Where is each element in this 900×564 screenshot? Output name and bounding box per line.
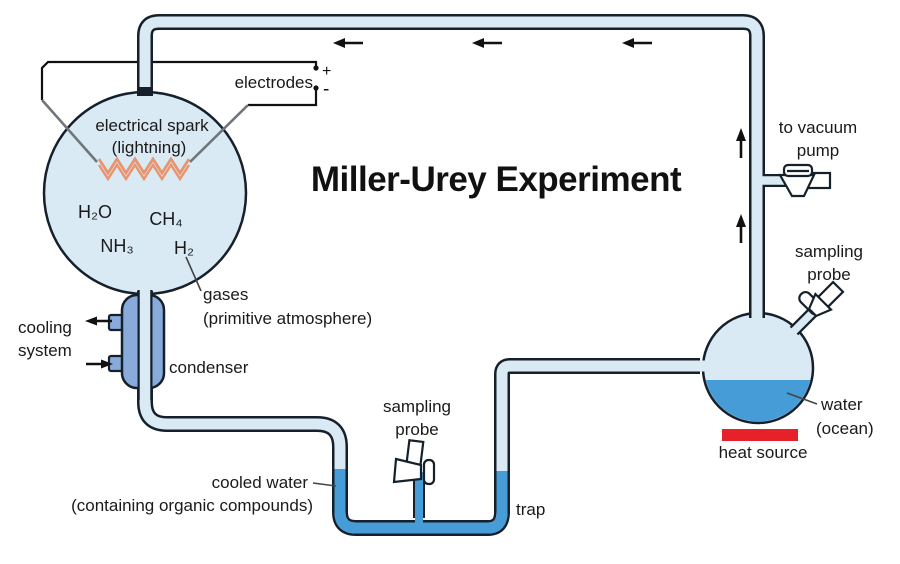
label-gases-1: gases bbox=[203, 285, 248, 304]
diagram-title: Miller-Urey Experiment bbox=[311, 160, 682, 199]
label-condenser: condenser bbox=[169, 358, 249, 377]
terminal-plus-dot bbox=[313, 65, 319, 71]
label-heat-source: heat source bbox=[719, 443, 808, 462]
sampling-stopcock-middle bbox=[392, 439, 436, 524]
label-gas-ch4: CH₄ bbox=[149, 209, 182, 229]
spark-line-upper bbox=[97, 156, 191, 176]
label-probe-mid-2: probe bbox=[395, 420, 438, 439]
wire-negative bbox=[248, 89, 318, 107]
electrode-wires bbox=[40, 60, 319, 163]
label-probe-right-1: sampling bbox=[795, 242, 863, 261]
label-gases-2: (primitive atmosphere) bbox=[203, 309, 372, 328]
electrode-right bbox=[189, 104, 249, 163]
label-vacuum-2: pump bbox=[797, 141, 840, 160]
sampling-stopcock-right bbox=[798, 280, 845, 318]
sampling-right-funnel bbox=[807, 292, 833, 318]
vacuum-stopcock bbox=[778, 163, 832, 198]
condenser-assembly bbox=[107, 284, 166, 402]
label-gas-h2: H₂ bbox=[174, 238, 194, 258]
label-cooled-water-1: cooled water bbox=[212, 473, 309, 492]
label-cooled-water-2: (containing organic compounds) bbox=[71, 496, 313, 515]
electrode-left bbox=[41, 99, 98, 163]
label-water-2: (ocean) bbox=[816, 419, 874, 438]
label-vacuum-1: to vacuum bbox=[779, 118, 857, 137]
pipe-main-loop bbox=[139, 16, 763, 326]
leader-gases bbox=[185, 256, 202, 292]
label-gas-h2o: H₂O bbox=[78, 202, 112, 222]
label-electrodes: electrodes bbox=[235, 73, 313, 92]
label-trap: trap bbox=[516, 500, 545, 519]
label-minus: - bbox=[323, 79, 329, 100]
glass-tubing bbox=[137, 14, 826, 536]
spark-zigzag bbox=[97, 156, 191, 182]
arrow-top-3 bbox=[622, 38, 652, 48]
middle-probe-funnel bbox=[392, 457, 423, 484]
leader-lines bbox=[185, 256, 818, 487]
middle-probe-plug bbox=[422, 458, 436, 486]
label-plus: + bbox=[322, 63, 331, 80]
heat-source-bar bbox=[722, 429, 798, 441]
arrow-coolant-in bbox=[86, 359, 113, 369]
terminal-minus-dot bbox=[313, 85, 319, 91]
label-cooling-2: system bbox=[18, 341, 72, 360]
label-gas-nh3: NH₃ bbox=[100, 236, 133, 256]
vacuum-stopcock-funnel bbox=[778, 173, 816, 198]
label-spark-1: electrical spark bbox=[95, 116, 209, 135]
label-probe-mid-1: sampling bbox=[383, 397, 451, 416]
label-probe-right-2: probe bbox=[807, 265, 850, 284]
trap-liquid bbox=[334, 469, 508, 534]
arrow-top-1 bbox=[333, 38, 363, 48]
label-spark-2: (lightning) bbox=[112, 138, 187, 157]
leader-cooled-water bbox=[312, 482, 337, 487]
arrow-up-2 bbox=[736, 214, 746, 243]
arrow-top-2 bbox=[472, 38, 502, 48]
spark-line-lower bbox=[97, 162, 191, 182]
wire-positive bbox=[40, 60, 318, 100]
leader-water bbox=[786, 392, 818, 405]
label-water-1: water bbox=[820, 395, 863, 414]
arrow-coolant-out bbox=[85, 316, 112, 326]
label-cooling-1: cooling bbox=[18, 318, 72, 337]
arrow-up-1 bbox=[736, 128, 746, 158]
flow-arrows bbox=[85, 38, 746, 369]
